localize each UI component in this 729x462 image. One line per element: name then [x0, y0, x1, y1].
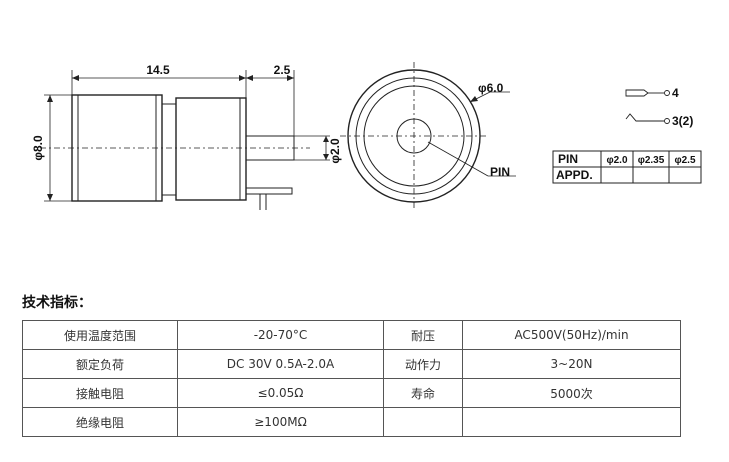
side-view — [40, 70, 330, 210]
spec-value: AC500V(50Hz)/min — [462, 320, 681, 350]
spec-label — [383, 407, 463, 437]
spec-label: 使用温度范围 — [22, 320, 178, 350]
dim-front-diameter-label: φ6.0 — [478, 81, 504, 95]
pin-table-appd-label: APPD. — [556, 168, 593, 182]
spec-value: 5000次 — [462, 378, 681, 408]
dim-length-label: 14.5 — [146, 63, 170, 77]
terminal-legend — [625, 89, 670, 124]
table-row: 接触电阻 ≤0.05Ω 寿命 5000次 — [22, 378, 681, 408]
pin-table-header-pin: PIN — [558, 152, 578, 166]
spec-value: -20-70°C — [177, 320, 384, 350]
front-view — [340, 62, 516, 210]
dim-pin-diameter-label: φ2.0 — [328, 138, 342, 164]
legend-terminal-4: 4 — [672, 86, 679, 100]
dim-body-diameter-label: φ8.0 — [31, 135, 45, 161]
spec-label: 动作力 — [383, 349, 463, 379]
legend-terminal-3: 3(2) — [672, 114, 693, 128]
pin-table-header-2-5: φ2.5 — [674, 155, 695, 166]
pin-table-header-2-35: φ2.35 — [638, 155, 665, 166]
spec-label: 接触电阻 — [22, 378, 178, 408]
front-pin-label: PIN — [490, 165, 510, 179]
technical-drawing: 14.5 2.5 φ8.0 φ2.0 φ6.0 PIN 4 3(2) PIN — [31, 62, 702, 210]
specs-title: 技术指标： — [22, 295, 92, 311]
pin-table-grid — [552, 150, 702, 184]
spec-label: 寿命 — [383, 378, 463, 408]
table-row: 额定负荷 DC 30V 0.5A-2.0A 动作力 3~20N — [22, 349, 681, 379]
spec-label: 额定负荷 — [22, 349, 178, 379]
pin-table-header-2-0: φ2.0 — [606, 155, 627, 166]
spec-value — [462, 407, 681, 437]
spec-label: 耐压 — [383, 320, 463, 350]
table-row: 绝缘电阻 ≥100MΩ — [22, 407, 681, 437]
spec-value: ≥100MΩ — [177, 407, 384, 437]
spec-value: DC 30V 0.5A-2.0A — [177, 349, 384, 379]
specs-table: 使用温度范围 -20-70°C 耐压 AC500V(50Hz)/min 额定负荷… — [22, 320, 681, 437]
spec-value: ≤0.05Ω — [177, 378, 384, 408]
dim-pin-length-label: 2.5 — [274, 63, 291, 77]
spec-value: 3~20N — [462, 349, 681, 379]
table-row: 使用温度范围 -20-70°C 耐压 AC500V(50Hz)/min — [22, 320, 681, 350]
spec-label: 绝缘电阻 — [22, 407, 178, 437]
